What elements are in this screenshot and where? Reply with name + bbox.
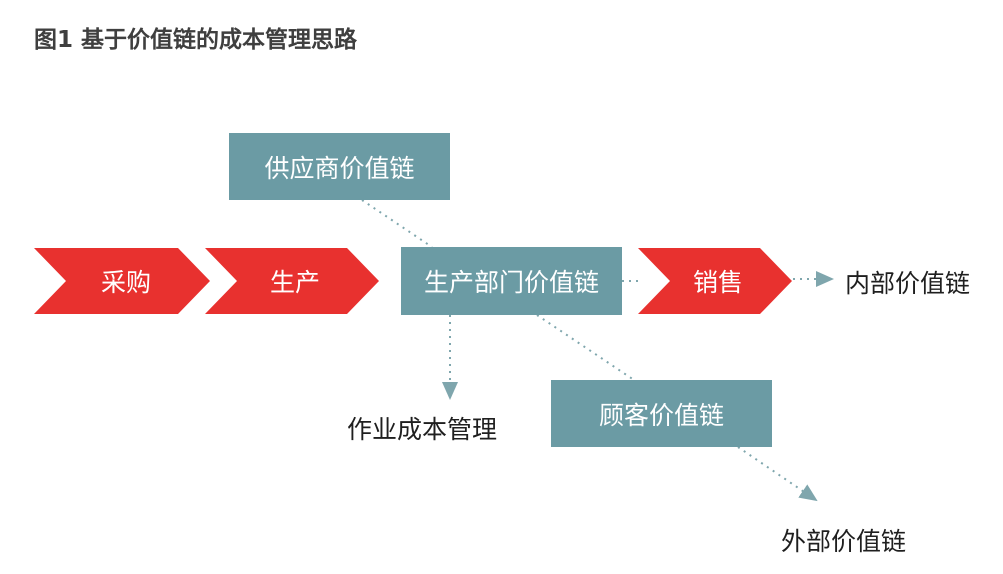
customer-chain-label: 顾客价值链 xyxy=(598,400,724,430)
internal-chain-label: 内部价值链 xyxy=(845,269,971,298)
production-dept-to-customer-connector xyxy=(536,314,635,381)
supplier-chain-label: 供应商价值链 xyxy=(264,153,415,183)
supplier-to-production-connector xyxy=(361,199,433,248)
purchase-label: 采购 xyxy=(100,268,151,297)
supplier-chain-box: 供应商价值链 xyxy=(229,133,450,200)
production-chevron xyxy=(205,248,379,314)
customer-chain-box: 顾客价值链 xyxy=(551,380,772,447)
production-dept-chain-box: 生产部门价值链 xyxy=(401,247,622,315)
sales-label: 销售 xyxy=(692,268,743,297)
sales-chevron xyxy=(638,248,792,314)
production-dept-chain-label: 生产部门价值链 xyxy=(423,268,599,297)
activity-cost-mgmt-label: 作业成本管理 xyxy=(347,415,498,444)
figure-title: 图1 基于价值链的成本管理思路 xyxy=(34,27,358,53)
production-label: 生产 xyxy=(269,268,320,297)
customer-to-external-arrow xyxy=(737,446,818,502)
purchase-chevron xyxy=(34,248,210,314)
external-chain-label: 外部价值链 xyxy=(781,527,907,556)
